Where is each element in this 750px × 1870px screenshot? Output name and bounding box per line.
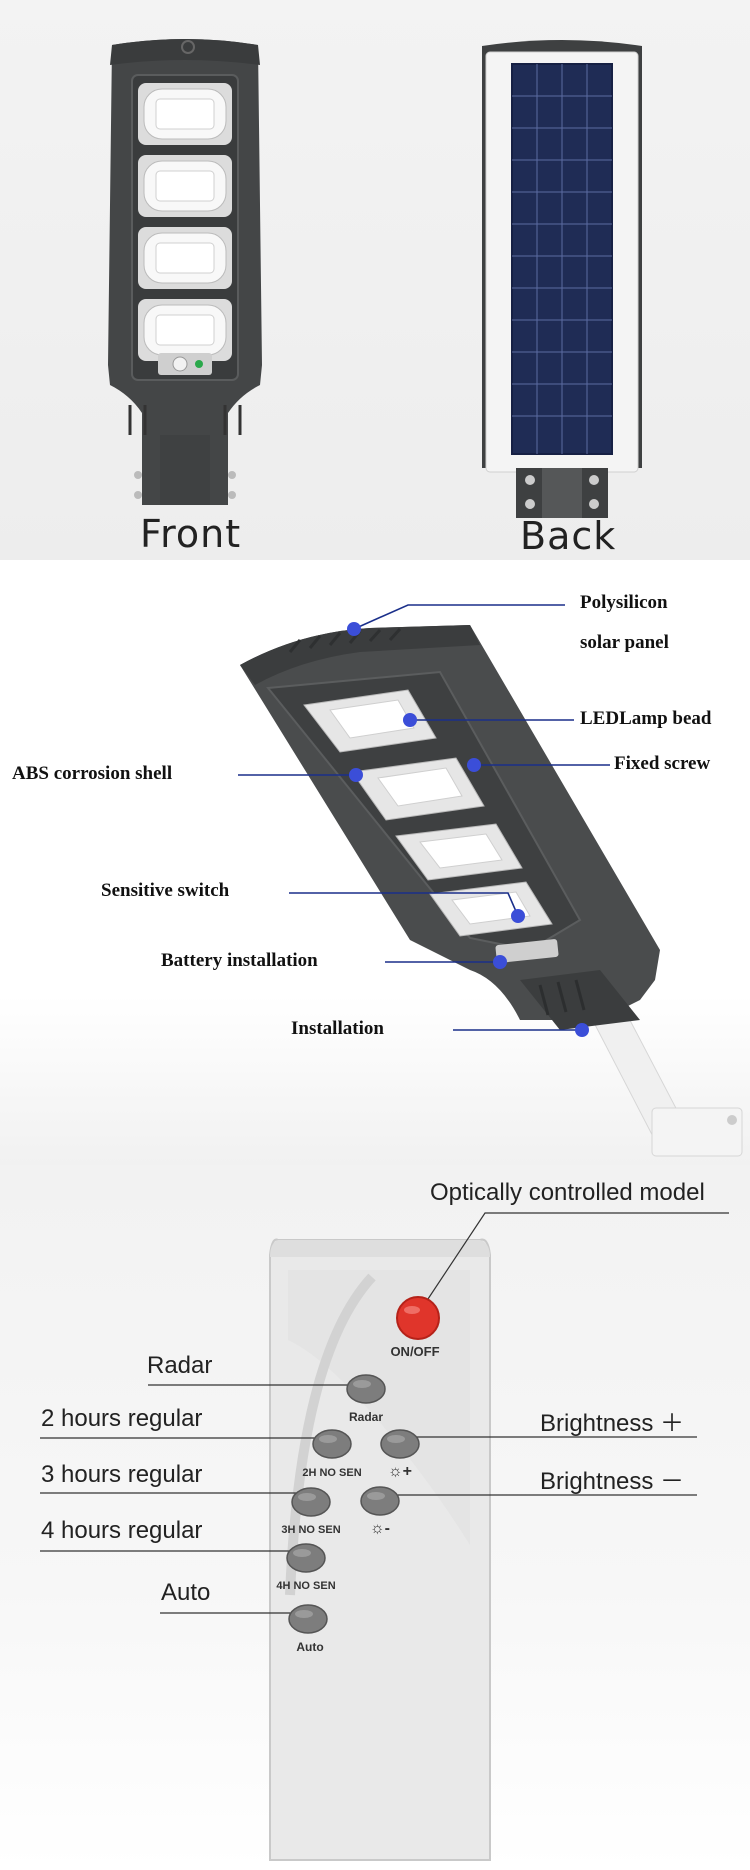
callout-dots <box>347 622 589 1037</box>
polysilicon-label-line2: solar panel <box>580 632 669 653</box>
three-hours-label: 3 hours regular <box>41 1461 203 1488</box>
four-hours-label: 4 hours regular <box>41 1517 203 1544</box>
radar-button-text: Radar <box>349 1410 383 1424</box>
front-lamp-image <box>108 39 262 505</box>
front-back-views: Front Back <box>0 0 750 560</box>
two-hours-label: 2 hours regular <box>41 1405 203 1432</box>
three-hours-button[interactable] <box>291 1487 331 1517</box>
back-label: Back <box>520 514 617 558</box>
radar-button[interactable] <box>346 1374 386 1404</box>
brightness-plus-button[interactable] <box>380 1429 420 1459</box>
angled-led-module-1 <box>303 689 437 753</box>
led-module-2 <box>138 155 232 217</box>
polysilicon-label-line1: Polysilicon <box>580 592 668 613</box>
remote-control-diagram: ON/OFF Radar 2H NO SEN ☼+ 3H NO SEN <box>0 1165 750 1870</box>
two-hours-button-text: 2H NO SEN <box>302 1467 361 1479</box>
radar-label: Radar <box>147 1352 213 1379</box>
optically-controlled-label: Optically controlled model <box>430 1179 705 1206</box>
four-hours-button-text: 4H NO SEN <box>276 1580 335 1592</box>
led-module-4 <box>138 299 232 361</box>
three-hours-button-text: 3H NO SEN <box>281 1524 340 1536</box>
auto-button[interactable] <box>288 1604 328 1634</box>
angled-lamp-image <box>238 604 743 1157</box>
sensitive-switch-label: Sensitive switch <box>101 880 230 901</box>
battery-installation-label: Battery installation <box>161 950 318 971</box>
back-lamp-image <box>482 40 642 518</box>
on-off-button[interactable] <box>396 1296 440 1340</box>
led-lamp-bead-label: LEDLamp bead <box>580 708 712 729</box>
auto-button-text: Auto <box>296 1640 323 1654</box>
brightness-plus-button-text: ☼+ <box>388 1463 412 1480</box>
four-hours-button[interactable] <box>286 1543 326 1573</box>
front-label: Front <box>140 512 242 556</box>
angled-led-module-3 <box>395 823 523 881</box>
angled-led-module-2 <box>351 757 485 821</box>
on-off-button-text: ON/OFF <box>390 1344 439 1359</box>
auto-label: Auto <box>161 1579 211 1606</box>
fixed-screw-label: Fixed screw <box>614 753 711 774</box>
parts-diagram: Polysilicon solar panel LEDLamp bead Fix… <box>0 560 750 1165</box>
brightness-plus-label: Brightness ＋ <box>540 1410 685 1437</box>
abs-shell-label: ABS corrosion shell <box>12 763 173 784</box>
brightness-minus-button[interactable] <box>360 1486 400 1516</box>
brightness-minus-label: Brightness － <box>540 1468 685 1495</box>
led-module-3 <box>138 227 232 289</box>
installation-label: Installation <box>291 1018 384 1039</box>
led-module-1 <box>138 83 232 145</box>
two-hours-button[interactable] <box>312 1429 352 1459</box>
remote-control-image: ON/OFF Radar 2H NO SEN ☼+ 3H NO SEN <box>40 1212 729 1861</box>
brightness-minus-button-text: ☼- <box>370 1520 390 1537</box>
remote-callout-lines <box>40 1212 729 1614</box>
callout-lines <box>238 604 610 1031</box>
